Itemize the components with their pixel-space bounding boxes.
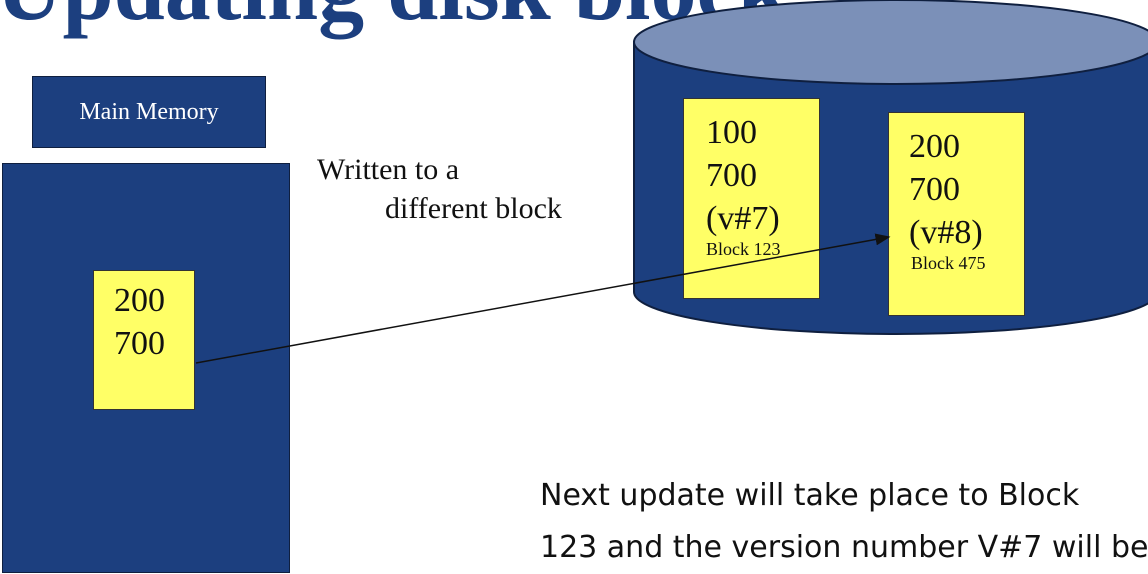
block-475-version: (v#8) (909, 214, 983, 251)
write-caption-line-2: different block (385, 192, 562, 225)
memory-block-value-1: 200 (114, 282, 165, 319)
block-123-value-2: 700 (706, 157, 757, 194)
update-note-line-2: 123 and the version number V#7 will be (540, 530, 1148, 565)
block-475-value-2: 700 (909, 171, 960, 208)
write-caption-line-1: Written to a (317, 153, 460, 186)
disk-top (633, 0, 1148, 85)
block-475-value-1: 200 (909, 128, 960, 165)
disk-block-123: 100 700 (v#7) Block 123 (683, 98, 820, 299)
disk-block-475: 200 700 (v#8) Block 475 (888, 112, 1025, 316)
block-475-label: Block 475 (911, 253, 986, 273)
main-memory-label: Main Memory (32, 76, 266, 148)
block-123-value-1: 100 (706, 114, 757, 151)
update-note: Next update will take place to Block 123… (540, 470, 1148, 574)
update-note-line-1: Next update will take place to Block (540, 478, 1080, 513)
memory-block-value-2: 700 (114, 325, 165, 362)
memory-block: 200 700 (93, 270, 195, 410)
write-caption: Written to a different block (317, 150, 562, 228)
block-123-label: Block 123 (706, 239, 781, 259)
block-123-version: (v#7) (706, 200, 780, 237)
